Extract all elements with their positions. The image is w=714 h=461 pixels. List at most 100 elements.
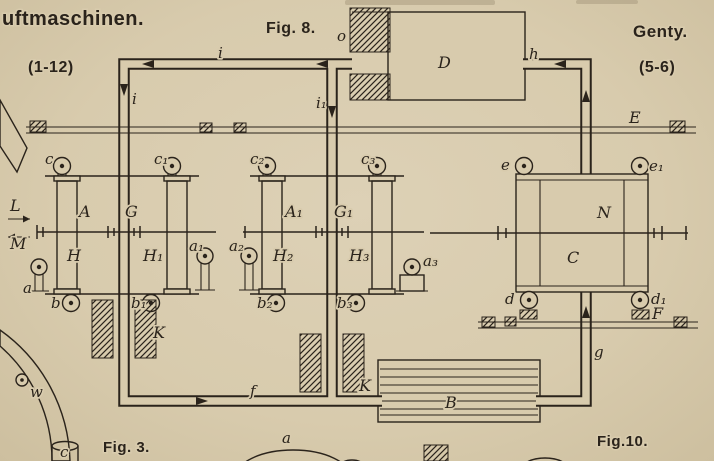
- label-i1: i₁: [316, 94, 327, 112]
- label-K1: K: [152, 323, 166, 342]
- fig3-caption: Fig. 3.: [103, 439, 150, 456]
- label-c1: c₁: [154, 150, 168, 168]
- pulley-d1: [630, 290, 650, 320]
- label-D: D: [437, 53, 451, 72]
- heat-exchanger-B: [377, 359, 541, 423]
- plate-author: Genty.: [633, 22, 688, 41]
- label-o: o: [337, 27, 346, 45]
- adjacent-figure-fragments: [0, 98, 563, 461]
- plate-range-left: (1-12): [28, 59, 74, 76]
- cylinder-A1: [261, 180, 283, 290]
- shaft-E: [26, 120, 696, 134]
- flow-arrow-left: [316, 60, 328, 68]
- shaft-bearing: [669, 120, 686, 133]
- flow-arrow-down: [120, 84, 128, 96]
- label-g: g: [594, 343, 604, 361]
- flow-arrow-left: [142, 60, 154, 68]
- pump-group-1: [29, 156, 216, 313]
- cylinder-fragment: [51, 446, 79, 461]
- label-i-left: i: [132, 90, 137, 108]
- pulley-e1: [630, 156, 650, 176]
- label-a1: a₁: [189, 237, 204, 255]
- shaft-F: [478, 316, 698, 329]
- cooler-K2: [299, 333, 365, 393]
- label-h: h: [529, 45, 539, 63]
- pulley-a3: [396, 258, 428, 292]
- shaft-bearing: [29, 120, 47, 133]
- label-H1: H₁: [142, 246, 163, 265]
- label-B: B: [444, 393, 457, 412]
- label-K2: K: [358, 376, 372, 395]
- label-w: w: [30, 383, 43, 401]
- label-C: C: [567, 248, 579, 267]
- label-G1: G₁: [334, 202, 353, 221]
- flow-arrow-up: [582, 90, 590, 102]
- oval-fragment: [527, 457, 563, 461]
- label-c2: c₂: [250, 150, 264, 168]
- pulley-a2: [239, 247, 259, 291]
- shaft-bearing: [233, 122, 247, 133]
- label-c-fragment: c: [60, 443, 69, 461]
- furnace-wall: [349, 73, 391, 101]
- label-d: d: [505, 290, 515, 308]
- cylinder-G1: [371, 180, 393, 290]
- label-a-fragment: a: [282, 429, 291, 447]
- label-b3: b₃: [337, 294, 353, 312]
- label-E: E: [628, 108, 641, 127]
- cylinder-A: [56, 180, 78, 290]
- pulley-c1: [162, 156, 182, 176]
- print-remnant: [576, 0, 638, 4]
- label-e: e: [501, 156, 510, 174]
- shaft-bearing: [673, 316, 688, 328]
- pump-group-2: [239, 156, 428, 313]
- fig8-labels: o D h i i i₁ E F g f B C N L M A G A₁ G₁…: [7, 25, 668, 461]
- pulley-e: [514, 156, 534, 176]
- label-A: A: [77, 202, 91, 221]
- pulley-a1: [195, 247, 215, 291]
- pulley-b3: [346, 293, 366, 313]
- air-ports-LM: [8, 215, 30, 241]
- plate-title-fragment: uftmaschinen.: [2, 8, 144, 30]
- label-d1: d₁: [651, 290, 667, 308]
- label-e1: e₁: [649, 157, 664, 175]
- shaft-bearing: [199, 122, 213, 133]
- label-G: G: [125, 202, 138, 221]
- label-a2: a₂: [229, 237, 244, 255]
- label-a3: a₃: [423, 252, 438, 270]
- flow-arrow-right: [196, 397, 208, 405]
- pulley-b2: [266, 293, 286, 313]
- flywheel-rim-fragment: [0, 329, 71, 461]
- fig8-caption: Fig. 8.: [266, 20, 316, 37]
- pulley-c3: [367, 156, 387, 176]
- label-b: b: [51, 294, 61, 312]
- engine-C: [430, 156, 688, 320]
- label-N: N: [596, 203, 612, 222]
- print-remnant: [345, 0, 495, 5]
- heater-D: [349, 7, 526, 101]
- cylinder-G: [166, 180, 188, 290]
- label-c: c: [45, 150, 54, 168]
- oval-fragment: [245, 449, 341, 461]
- label-F: F: [651, 304, 664, 323]
- shaft-bearing: [504, 316, 517, 327]
- shaft-bearing: [481, 316, 496, 328]
- rod-fragment: [0, 98, 28, 174]
- plate-headers: uftmaschinen. (1-12) Fig. 8. Genty. (5-6…: [1, 7, 689, 458]
- label-b2: b₂: [257, 294, 273, 312]
- label-b1: b₁: [131, 294, 147, 312]
- label-c3: c₃: [361, 150, 375, 168]
- label-M: M: [9, 234, 27, 253]
- pulley-b: [61, 293, 81, 313]
- label-a: a: [23, 279, 32, 297]
- label-H2: H₂: [272, 246, 293, 265]
- pulley-c2: [257, 156, 277, 176]
- cooler-K1: [91, 299, 157, 359]
- label-H: H: [66, 246, 82, 265]
- label-i-top: i: [218, 44, 223, 62]
- hatched-fragment: [423, 444, 449, 461]
- flow-arrow-down: [328, 106, 336, 118]
- flow-arrow-left: [554, 60, 566, 68]
- plate-range-right: (5-6): [639, 59, 675, 76]
